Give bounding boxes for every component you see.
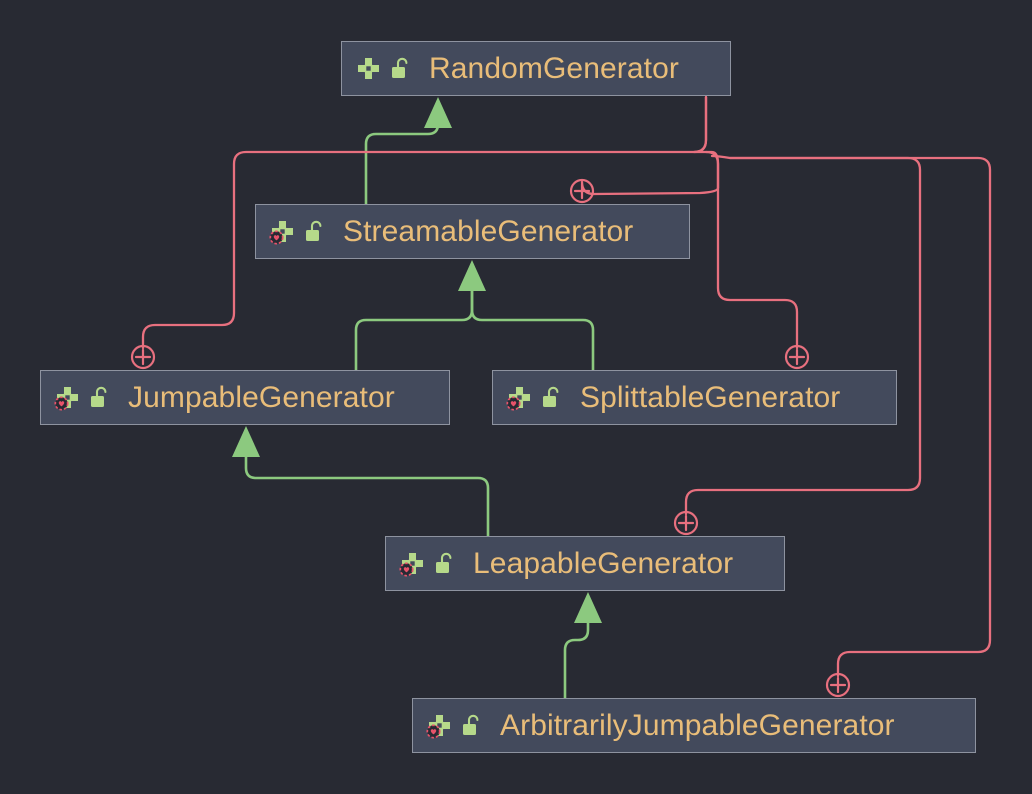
- circle-plus-marker-leapable: [673, 510, 699, 536]
- circle-plus-marker-arbitrarily: [825, 672, 851, 698]
- class-name-label: StreamableGenerator: [343, 214, 634, 248]
- circle-plus-marker-splittable: [784, 344, 810, 370]
- node-icons: [505, 383, 563, 413]
- arrowhead-jumpable: [232, 426, 260, 457]
- class-node-splittable-generator[interactable]: SplittableGenerator: [492, 370, 897, 425]
- circle-plus-marker-jumpable: [130, 344, 156, 370]
- interface-icon: [53, 383, 83, 413]
- edge-streamable-to-random[interactable]: [364, 114, 440, 206]
- interface-icon: [354, 54, 384, 84]
- edge-random-to-streamable[interactable]: [580, 95, 720, 196]
- overridden-badge-icon: [54, 395, 69, 411]
- unlocked-padlock-icon: [461, 714, 483, 738]
- class-node-arbitrarily-jumpable-generator[interactable]: ArbitrarilyJumpableGenerator: [412, 698, 976, 753]
- class-node-jumpable-generator[interactable]: JumpableGenerator: [40, 370, 450, 425]
- arrowhead-leapable: [574, 592, 602, 623]
- edge-jumpable-to-streamable[interactable]: [354, 278, 474, 372]
- arrowhead-random: [424, 97, 452, 128]
- edge-random-to-splittable[interactable]: [704, 150, 799, 350]
- edge-leapable-to-jumpable[interactable]: [244, 446, 490, 538]
- unlocked-padlock-icon: [541, 386, 563, 410]
- interface-icon: [268, 217, 298, 247]
- node-icons: [398, 549, 456, 579]
- unlocked-padlock-icon: [89, 386, 111, 410]
- node-icons: [425, 711, 483, 741]
- overridden-badge-icon: [426, 723, 441, 739]
- node-icons: [268, 217, 326, 247]
- unlocked-padlock-icon: [390, 57, 412, 81]
- unlocked-padlock-icon: [304, 220, 326, 244]
- overridden-badge-icon: [269, 229, 284, 245]
- class-name-label: RandomGenerator: [429, 51, 679, 85]
- overridden-badge-icon: [506, 395, 521, 411]
- class-name-label: LeapableGenerator: [473, 546, 734, 580]
- edge-arbitrarily-to-leapable[interactable]: [563, 612, 590, 700]
- node-icons: [354, 54, 412, 84]
- class-node-streamable-generator[interactable]: StreamableGenerator: [255, 204, 690, 259]
- class-name-label: ArbitrarilyJumpableGenerator: [500, 708, 895, 742]
- unlocked-padlock-icon: [434, 552, 456, 576]
- node-icons: [53, 383, 111, 413]
- circle-plus-marker-streamable: [569, 178, 595, 204]
- overridden-badge-icon: [399, 561, 414, 577]
- edge-splittable-to-streamable[interactable]: [470, 278, 595, 372]
- class-node-random-generator[interactable]: RandomGenerator: [341, 41, 731, 96]
- interface-icon: [398, 549, 428, 579]
- class-name-label: JumpableGenerator: [128, 380, 395, 414]
- class-name-label: SplittableGenerator: [580, 380, 841, 414]
- class-node-leapable-generator[interactable]: LeapableGenerator: [385, 536, 785, 591]
- edge-random-to-leapable[interactable]: [684, 154, 922, 516]
- interface-icon: [505, 383, 535, 413]
- arrowhead-streamable: [458, 260, 486, 291]
- interface-icon: [425, 711, 455, 741]
